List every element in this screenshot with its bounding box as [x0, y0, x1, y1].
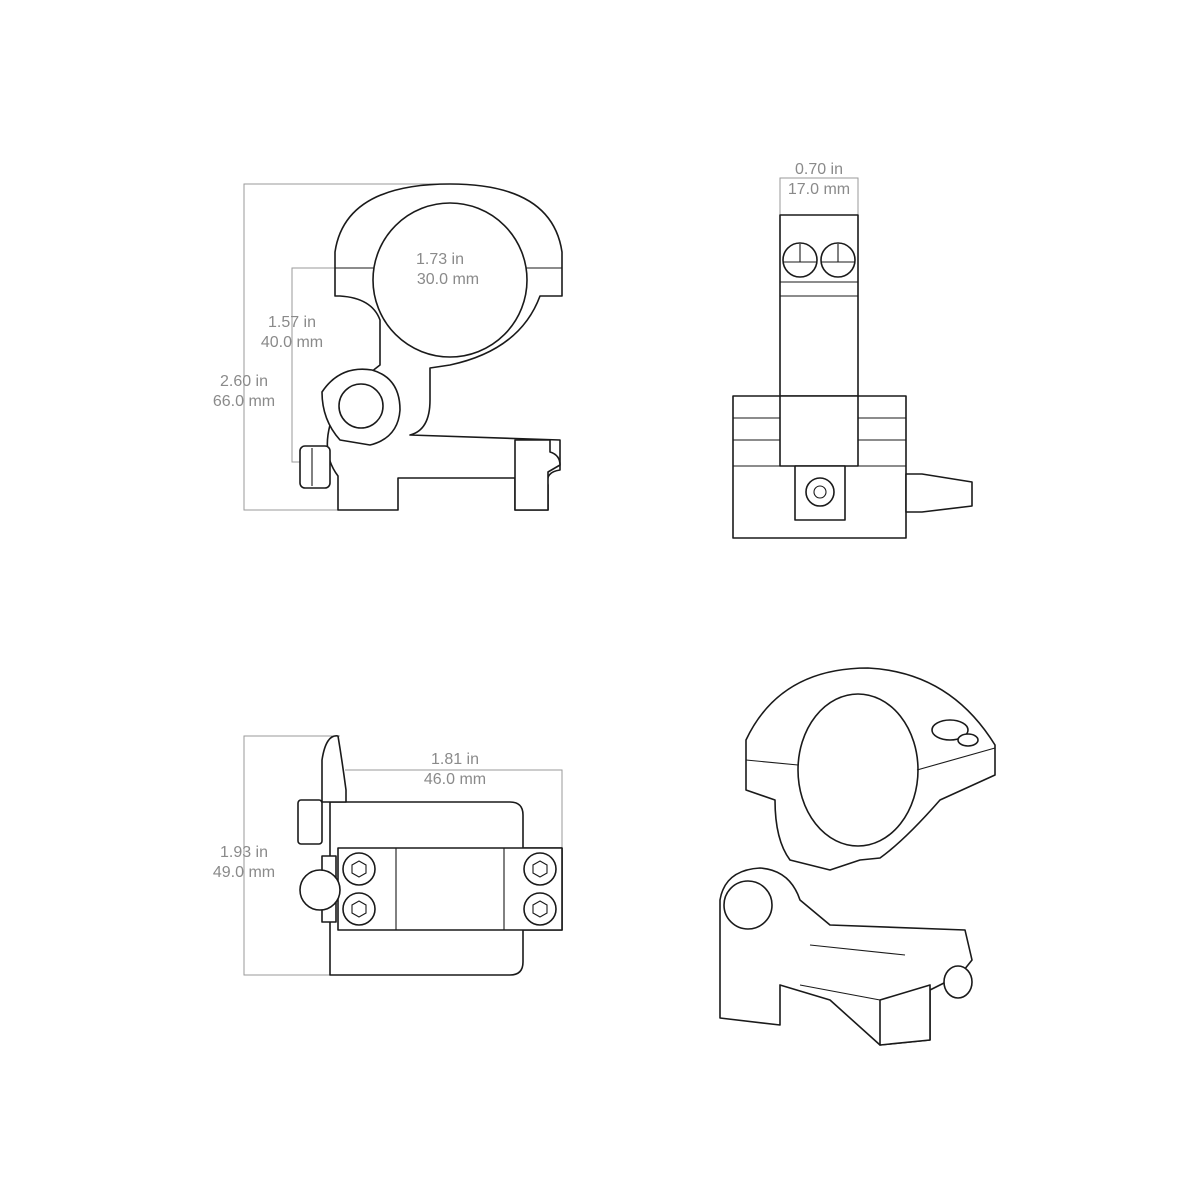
- side-height-in: 2.60 in: [220, 373, 268, 390]
- side-height-dim-line: [243, 183, 450, 511]
- side-view: 1.73 in 30.0 mm 1.57 in 40.0 mm 2.60 in …: [213, 183, 563, 511]
- top-base-plate: [337, 847, 563, 931]
- hex-screw-bottom-right: [523, 892, 557, 926]
- ring-height-in: 1.57 in: [268, 314, 316, 331]
- lever-pivot-hole: [338, 383, 384, 429]
- base-width-in: 1.93 in: [220, 844, 268, 861]
- front-lever-knob: [905, 473, 973, 513]
- front-view: 0.70 in 17.0 mm: [732, 161, 973, 539]
- base-center-column: [779, 395, 859, 467]
- iso-lever-pivot: [723, 880, 773, 930]
- scope-ring-bore: [372, 202, 528, 358]
- ring-width-dim-line: [779, 177, 859, 215]
- top-view: 1.81 in 46.0 mm 1.93 in 49.0 mm: [213, 735, 563, 976]
- iso-ring-split-right: [916, 747, 996, 771]
- ring-diameter-in: 1.73 in: [416, 251, 464, 268]
- iso-ring-split-left: [745, 759, 799, 766]
- hex-socket-top-right: [532, 860, 548, 878]
- iso-ring-screw-1: [931, 719, 969, 741]
- side-bolt: [299, 445, 331, 489]
- base-bolt-head: [805, 477, 835, 507]
- ring-diameter-mm: 30.0 mm: [417, 271, 479, 288]
- base-bolt-center: [813, 485, 827, 499]
- top-lever: [321, 735, 347, 803]
- rail-clamp: [514, 439, 561, 511]
- base-length-dim-line: [345, 769, 563, 848]
- iso-ring-bore: [797, 693, 919, 847]
- ring-width-mm: 17.0 mm: [788, 181, 850, 198]
- ring-height-dim-line: [291, 267, 335, 463]
- hex-socket-bottom-right: [532, 900, 548, 918]
- hex-socket-bottom-left: [351, 900, 367, 918]
- iso-ring-screw-2: [957, 733, 979, 747]
- top-lever-grip: [297, 799, 323, 845]
- iso-base-bolt: [943, 965, 973, 999]
- hex-screw-bottom-left: [342, 892, 376, 926]
- top-lever-pivot: [299, 869, 341, 911]
- ring-width-in: 0.70 in: [795, 161, 843, 178]
- iso-base-edge: [809, 944, 906, 956]
- iso-base-end-face: [879, 984, 931, 1046]
- isometric-view: [719, 667, 996, 1046]
- hex-screw-top-left: [342, 852, 376, 886]
- base-length-in: 1.81 in: [431, 751, 479, 768]
- hex-socket-top-left: [351, 860, 367, 878]
- base-width-mm: 49.0 mm: [213, 864, 275, 881]
- ring-height-mm: 40.0 mm: [261, 334, 323, 351]
- hex-screw-top-right: [523, 852, 557, 886]
- iso-rail-edge: [799, 984, 881, 1001]
- side-height-mm: 66.0 mm: [213, 393, 275, 410]
- base-width-dim-line: [243, 735, 340, 976]
- base-length-mm: 46.0 mm: [424, 771, 486, 788]
